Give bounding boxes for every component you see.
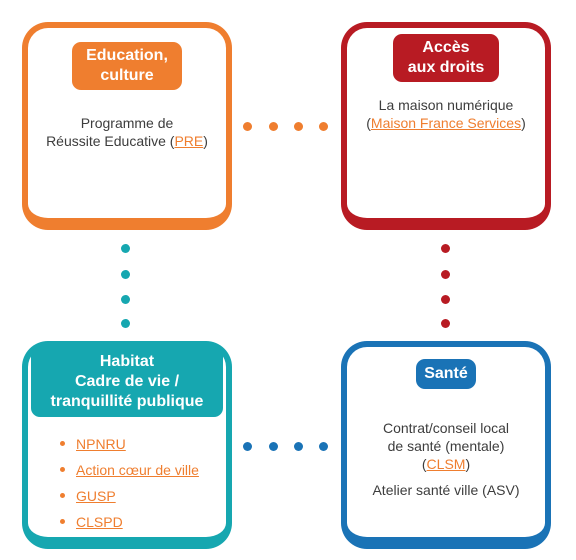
- sante-line-2: de santé (mentale): [387, 438, 505, 454]
- maison-france-services-link[interactable]: Maison France Services: [370, 115, 522, 131]
- gusp-link[interactable]: GUSP: [76, 488, 116, 504]
- clsm-link[interactable]: CLSM: [426, 456, 466, 472]
- connector-dot: [441, 295, 450, 304]
- education-line-2-prefix: Réussite Educative (: [46, 133, 175, 149]
- education-body: Programme de Réussite Educative (PRE): [34, 114, 220, 150]
- npnru-link[interactable]: NPNRU: [76, 436, 126, 452]
- connector-dot: [441, 270, 450, 279]
- connector-dot: [294, 442, 303, 451]
- education-line-2: Réussite Educative (PRE): [34, 132, 220, 150]
- connector-dot: [319, 442, 328, 451]
- list-item: Action cœur de ville: [56, 461, 199, 487]
- connector-dot: [243, 122, 252, 131]
- habitat-list: NPNRU Action cœur de ville GUSP CLSPD: [56, 435, 199, 539]
- acces-line-1: La maison numérique: [378, 97, 514, 113]
- connector-dot: [294, 122, 303, 131]
- sante-card: Santé Contrat/conseil local de santé (me…: [341, 341, 551, 549]
- connector-dot: [121, 244, 130, 253]
- connector-dot: [441, 319, 450, 328]
- sante-line-3: (CLSM): [353, 455, 539, 473]
- list-item: GUSP: [56, 487, 199, 513]
- habitat-card: Habitat Cadre de vie / tranquillité publ…: [22, 341, 232, 549]
- acces-droits-card: Accès aux droits La maison numérique (Ma…: [341, 22, 551, 230]
- list-item: CLSPD: [56, 513, 199, 539]
- pre-link[interactable]: PRE: [174, 133, 204, 149]
- connector-dot: [121, 295, 130, 304]
- action-coeur-de-ville-link[interactable]: Action cœur de ville: [76, 462, 199, 478]
- education-culture-title: Education, culture: [72, 42, 182, 90]
- connector-dot: [441, 244, 450, 253]
- habitat-title: Habitat Cadre de vie / tranquillité publ…: [31, 347, 223, 417]
- acces-droits-title: Accès aux droits: [393, 34, 499, 82]
- sante-line-3-prefix: (: [421, 456, 427, 472]
- education-line-1: Programme de: [80, 115, 174, 131]
- education-culture-card: Education, culture Programme de Réussite…: [22, 22, 232, 230]
- sante-line-3-suffix: ): [465, 456, 471, 472]
- sante-title: Santé: [416, 359, 476, 389]
- connector-dot: [243, 442, 252, 451]
- sante-line-4: Atelier santé ville (ASV): [372, 482, 520, 498]
- sante-line-1: Contrat/conseil local: [382, 420, 510, 436]
- connector-dot: [121, 270, 130, 279]
- acces-body: La maison numérique (Maison France Servi…: [353, 96, 539, 132]
- connector-dot: [269, 442, 278, 451]
- list-item: NPNRU: [56, 435, 199, 461]
- acces-line-2-prefix: (: [366, 115, 371, 131]
- acces-line-2: (Maison France Services): [353, 114, 539, 132]
- connector-dot: [121, 319, 130, 328]
- education-line-2-suffix: ): [203, 133, 208, 149]
- sante-body: Contrat/conseil local de santé (mentale)…: [353, 419, 539, 499]
- clspd-link[interactable]: CLSPD: [76, 514, 123, 530]
- connector-dot: [269, 122, 278, 131]
- connector-dot: [319, 122, 328, 131]
- acces-line-2-suffix: ): [521, 115, 526, 131]
